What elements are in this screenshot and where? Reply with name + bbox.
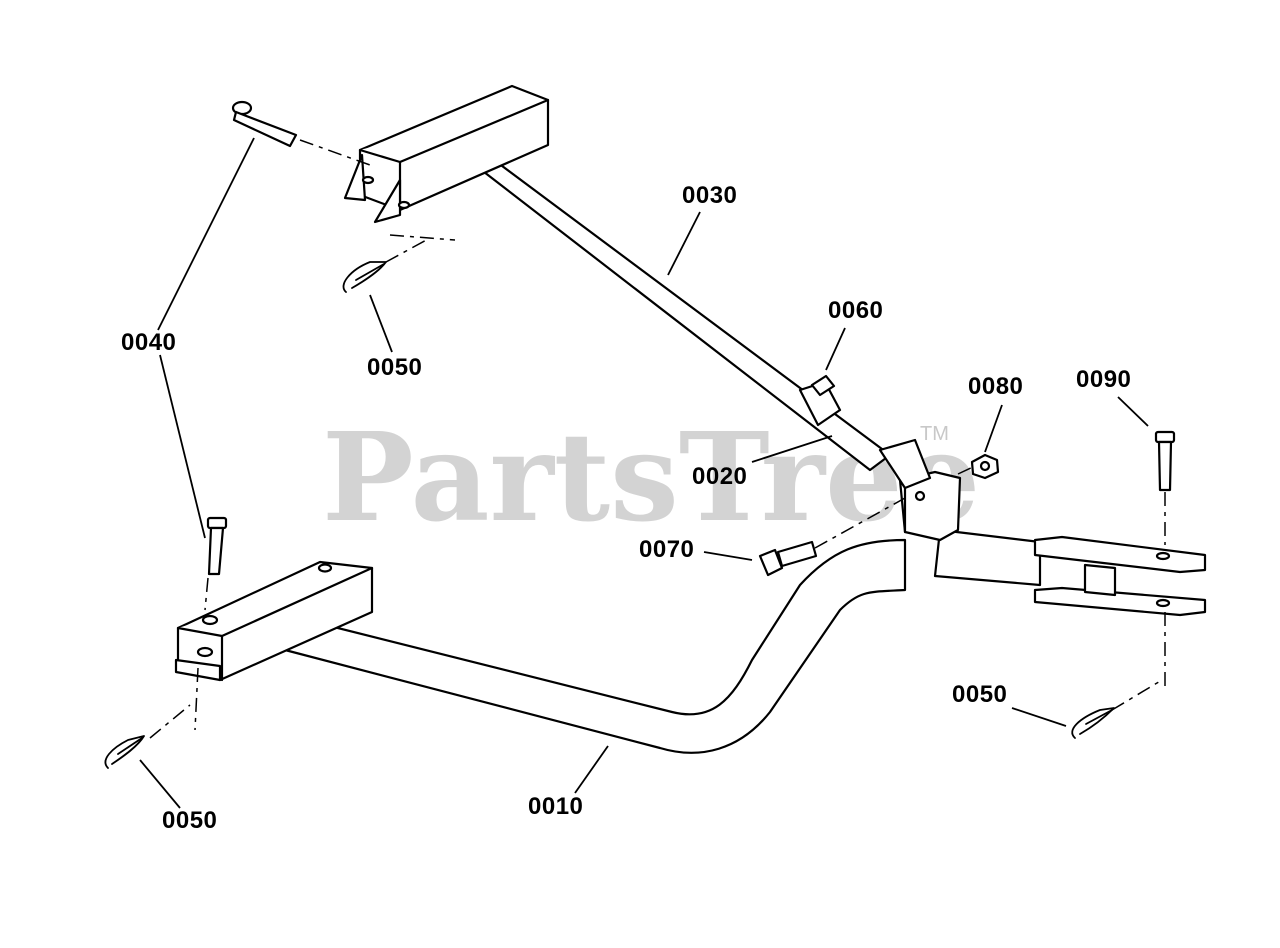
callout-0050-left[interactable]: 0050 xyxy=(162,807,217,834)
part-0070-bolt[interactable] xyxy=(758,540,818,577)
assembly-lines xyxy=(149,139,1166,739)
part-0010-frame[interactable] xyxy=(174,470,1207,754)
part-0060-collar[interactable] xyxy=(798,374,842,427)
callout-0060[interactable]: 0060 xyxy=(828,297,883,324)
part-0050-clip-top[interactable] xyxy=(342,261,387,293)
watermark-text: PartsTree xyxy=(322,405,980,549)
leader-lines xyxy=(139,137,1149,809)
callout-0020[interactable]: 0020 xyxy=(692,463,747,490)
callout-0070[interactable]: 0070 xyxy=(639,536,694,563)
part-0090-pin[interactable] xyxy=(1154,430,1176,492)
watermark-trademark: TM xyxy=(920,423,949,445)
part-0080-nut[interactable] xyxy=(970,453,1000,480)
callout-0080[interactable]: 0080 xyxy=(968,373,1023,400)
callout-0030[interactable]: 0030 xyxy=(682,182,737,209)
part-0030-tube[interactable] xyxy=(343,84,932,490)
part-0040-pin-bottom[interactable] xyxy=(206,516,228,576)
part-0040-pin-top[interactable] xyxy=(231,100,298,148)
callout-0010[interactable]: 0010 xyxy=(528,793,583,820)
part-0050-clip-right[interactable] xyxy=(1071,707,1115,739)
part-0050-clip-left[interactable] xyxy=(104,735,145,769)
callout-0050-right[interactable]: 0050 xyxy=(952,681,1007,708)
callout-0050-top[interactable]: 0050 xyxy=(367,354,422,381)
callout-0040[interactable]: 0040 xyxy=(121,329,176,356)
callout-0090[interactable]: 0090 xyxy=(1076,366,1131,393)
